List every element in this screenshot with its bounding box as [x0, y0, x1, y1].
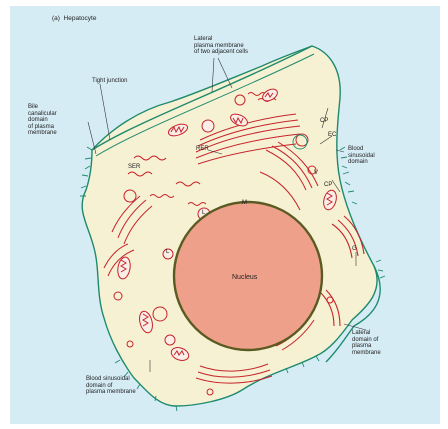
diagram-title: (a) Hepatocyte — [52, 16, 96, 23]
label-lateral-plasma-membrane: Lateral plasma membrane of two adjacent … — [194, 36, 248, 56]
label-rer: RER — [196, 146, 209, 153]
label-g: G — [352, 246, 357, 253]
label-cp-top: CP — [320, 118, 328, 125]
label-blood-sinusoidal-domain-right: Blood sinusoidal domain — [348, 146, 375, 166]
lysosome-icon — [202, 120, 214, 132]
lysosome-icon — [165, 335, 175, 345]
label-m: M — [242, 200, 247, 207]
label-lateral-domain: Lateral domain of plasma membrane — [352, 330, 381, 356]
label-ec: EC — [328, 132, 336, 139]
label-nucleus: Nucleus — [232, 275, 257, 282]
label-bile-canalicular-domain: Bile canalicular domain of plasma membra… — [28, 104, 57, 137]
label-v: V — [314, 170, 318, 177]
label-l-mid: L — [202, 210, 205, 217]
label-ser: SER — [128, 164, 140, 171]
label-tight-junction: Tight junction — [92, 78, 127, 85]
label-blood-sinusoidal-domain-bottom: Blood sinusoidal domain of plasma membra… — [86, 376, 136, 396]
label-l-left: L — [166, 249, 169, 256]
label-cp-right: CP — [324, 182, 332, 189]
